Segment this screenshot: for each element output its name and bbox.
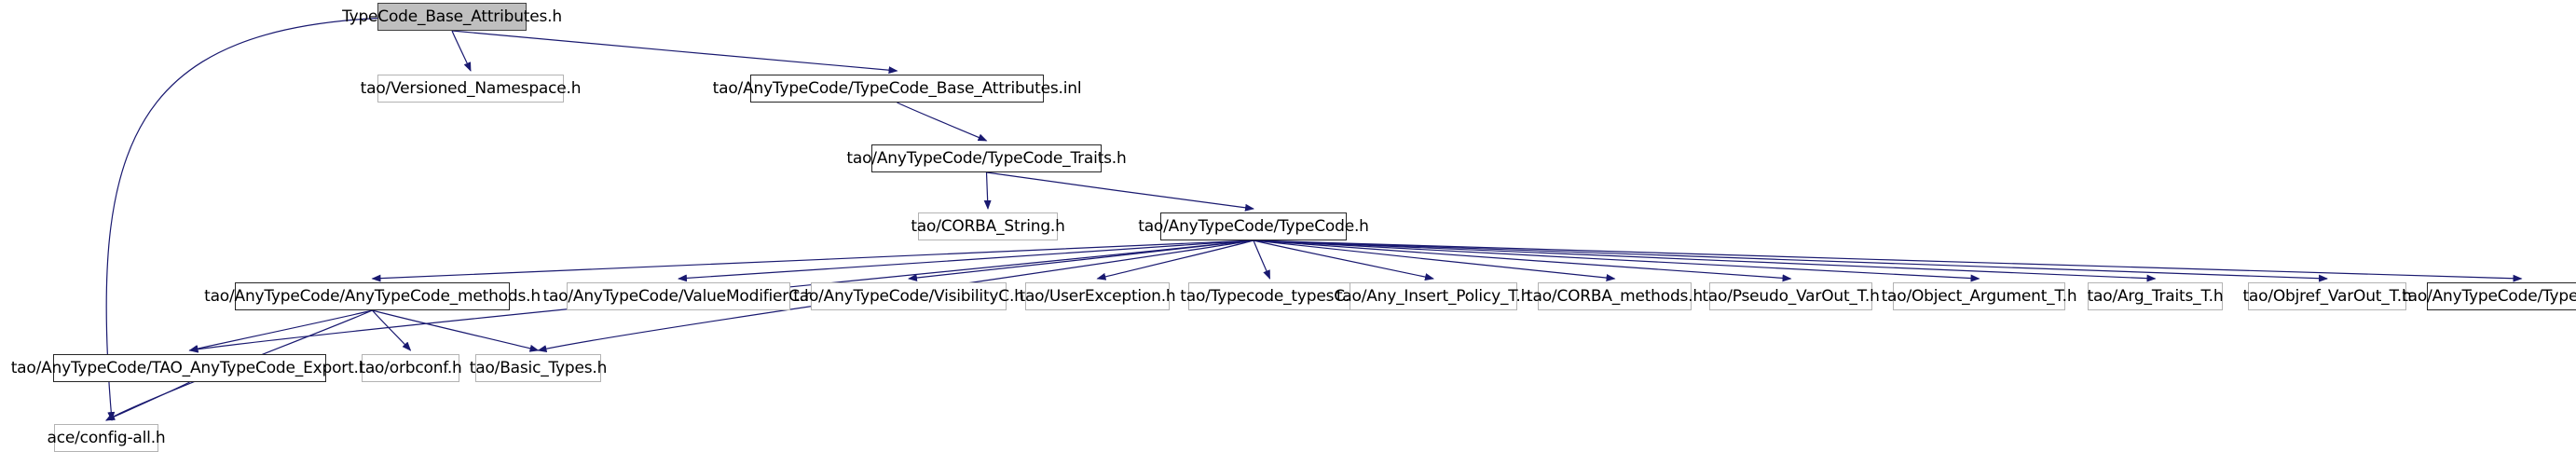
graph-node-label: tao/Arg_Traits_T.h bbox=[2087, 286, 2224, 306]
graph-node-n10[interactable]: tao/Typecode_typesC.h bbox=[1180, 282, 1360, 310]
graph-edge bbox=[1253, 240, 1616, 282]
graph-node-n18[interactable]: tao/AnyTypeCode/TAO_AnyTypeCode_Export.h bbox=[11, 354, 369, 382]
graph-node-label: tao/Versioned_Namespace.h bbox=[360, 78, 582, 98]
graph-node-n20[interactable]: tao/Basic_Types.h bbox=[470, 354, 607, 382]
graph-node-n14[interactable]: tao/Object_Argument_T.h bbox=[1882, 282, 2077, 310]
graph-node-label: tao/UserException.h bbox=[1019, 286, 1176, 306]
graph-node-n12[interactable]: tao/CORBA_methods.h bbox=[1527, 282, 1703, 310]
graph-node-n2[interactable]: tao/AnyTypeCode/TypeCode_Base_Attributes… bbox=[713, 75, 1082, 103]
graph-node-label: tao/orbconf.h bbox=[359, 358, 462, 377]
graph-edge bbox=[678, 240, 1254, 282]
graph-node-n0[interactable]: TypeCode_Base_Attributes.h bbox=[342, 3, 562, 31]
graph-edge bbox=[897, 102, 988, 142]
graph-edge bbox=[983, 171, 992, 210]
graph-node-n8[interactable]: tao/AnyTypeCode/VisibilityC.h bbox=[793, 282, 1024, 310]
graph-node-n6[interactable]: tao/AnyTypeCode/AnyTypeCode_methods.h bbox=[204, 282, 541, 310]
graph-node-label: tao/AnyTypeCode/ValueModifierC.h bbox=[542, 286, 815, 306]
graph-node-n4[interactable]: tao/CORBA_String.h bbox=[911, 212, 1065, 240]
graph-edge bbox=[1096, 240, 1254, 281]
graph-node-n21[interactable]: ace/config-all.h bbox=[48, 424, 166, 452]
graph-node-n17[interactable]: tao/AnyTypeCode/TypeCode.inl bbox=[2402, 282, 2576, 310]
graph-node-n15[interactable]: tao/Arg_Traits_T.h bbox=[2087, 282, 2224, 310]
graph-node-label: tao/Typecode_typesC.h bbox=[1180, 286, 1360, 306]
graph-node-label: ace/config-all.h bbox=[47, 428, 166, 447]
graph-node-n7[interactable]: tao/AnyTypeCode/ValueModifierC.h bbox=[542, 282, 815, 310]
graph-edge bbox=[1253, 240, 2328, 282]
graph-edge bbox=[1253, 240, 1792, 282]
graph-node-label: tao/AnyTypeCode/TypeCode.h bbox=[1138, 216, 1369, 236]
graph-node-label: tao/AnyTypeCode/VisibilityC.h bbox=[793, 286, 1024, 306]
graph-node-label: tao/Object_Argument_T.h bbox=[1881, 286, 2077, 306]
graph-node-label: tao/CORBA_String.h bbox=[911, 216, 1065, 236]
graph-edge bbox=[1253, 240, 2523, 282]
graph-node-label: tao/Basic_Types.h bbox=[469, 358, 608, 377]
graph-node-n3[interactable]: tao/AnyTypeCode/TypeCode_Traits.h bbox=[846, 144, 1127, 172]
graph-node-label: TypeCode_Base_Attributes.h bbox=[342, 7, 562, 26]
graph-node-n1[interactable]: tao/Versioned_Namespace.h bbox=[361, 75, 582, 103]
graph-node-n16[interactable]: tao/Objref_VarOut_T.h bbox=[2242, 282, 2412, 310]
graph-node-n9[interactable]: tao/UserException.h bbox=[1020, 282, 1176, 310]
graph-node-n11[interactable]: tao/Any_Insert_Policy_T.h bbox=[1336, 282, 1530, 310]
graph-edge bbox=[1253, 240, 1980, 282]
graph-edge bbox=[1253, 240, 1434, 281]
graph-edge bbox=[372, 309, 540, 352]
graph-edge bbox=[371, 240, 1254, 282]
graph-edge bbox=[986, 171, 1254, 212]
graph-node-label: tao/CORBA_methods.h bbox=[1527, 286, 1703, 306]
graph-edge bbox=[451, 30, 472, 72]
graph-node-label: tao/Objref_VarOut_T.h bbox=[2242, 286, 2412, 306]
graph-node-label: tao/AnyTypeCode/TypeCode_Traits.h bbox=[846, 148, 1127, 168]
graph-edge bbox=[372, 309, 412, 351]
graph-edge bbox=[1253, 240, 1271, 280]
graph-edge bbox=[908, 240, 1254, 281]
graph-node-label: tao/AnyTypeCode/TypeCode_Base_Attributes… bbox=[712, 78, 1082, 98]
graph-node-n5[interactable]: tao/AnyTypeCode/TypeCode.h bbox=[1138, 212, 1369, 240]
graph-node-label: tao/AnyTypeCode/TAO_AnyTypeCode_Export.h bbox=[10, 358, 369, 377]
graph-edge bbox=[105, 381, 190, 421]
graph-node-n19[interactable]: tao/orbconf.h bbox=[359, 354, 462, 382]
graph-edge bbox=[1253, 240, 2157, 282]
graph-node-label: tao/AnyTypeCode/TypeCode.inl bbox=[2402, 286, 2576, 306]
graph-node-label: tao/Pseudo_VarOut_T.h bbox=[1702, 286, 1880, 306]
graph-edge bbox=[451, 30, 898, 75]
graph-node-label: tao/Any_Insert_Policy_T.h bbox=[1336, 286, 1531, 306]
graph-node-n13[interactable]: tao/Pseudo_VarOut_T.h bbox=[1702, 282, 1880, 310]
graph-node-label: tao/AnyTypeCode/AnyTypeCode_methods.h bbox=[204, 286, 541, 306]
graph-edge bbox=[188, 309, 373, 352]
